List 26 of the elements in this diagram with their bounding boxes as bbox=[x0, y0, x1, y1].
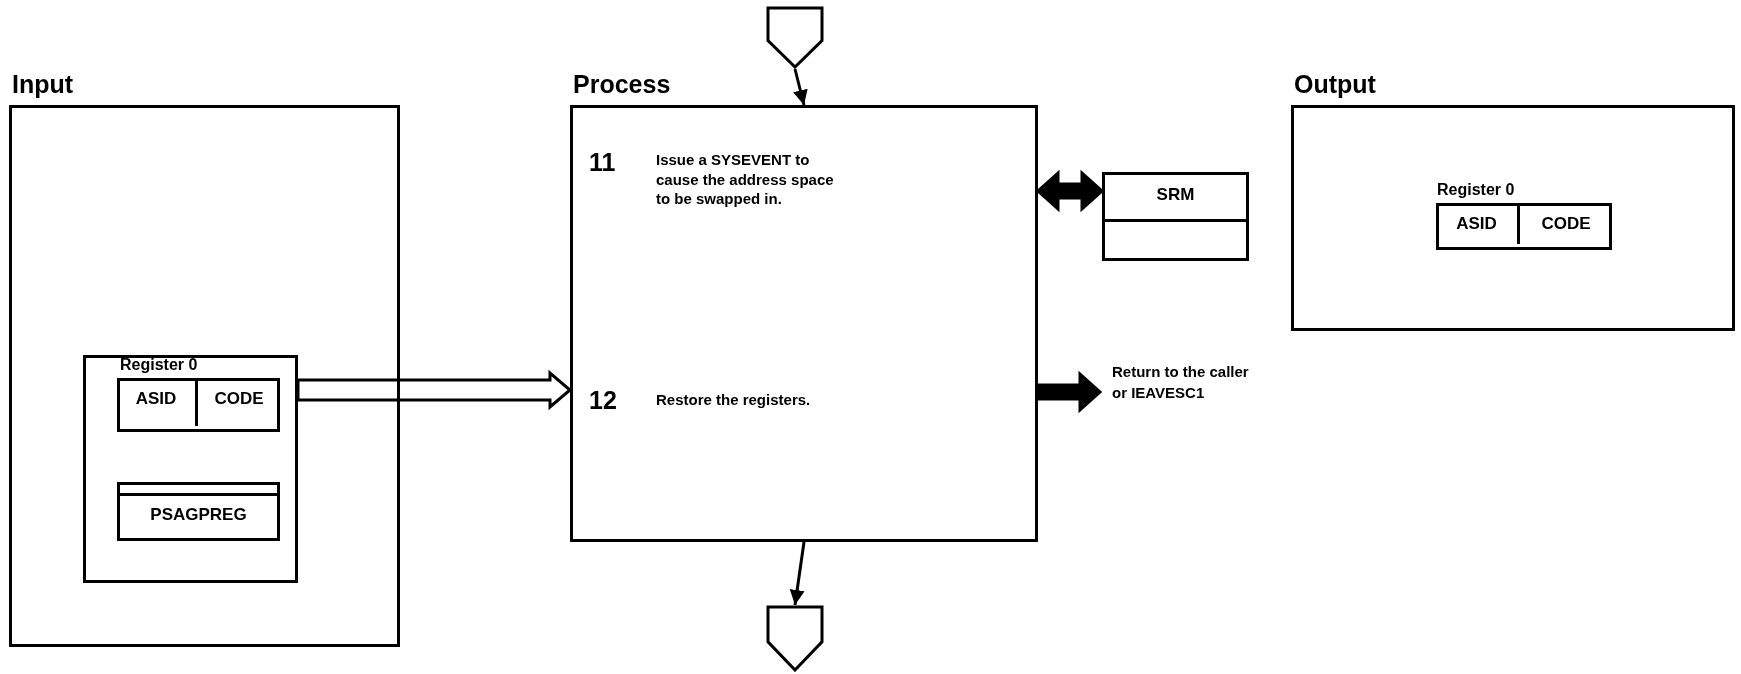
box-label: SRM bbox=[1156, 185, 1195, 205]
step-number: 12 bbox=[589, 385, 617, 416]
offpage-connector bbox=[766, 6, 824, 69]
step-number: 11 bbox=[589, 147, 616, 178]
data-area-box bbox=[83, 355, 298, 583]
field-name: CODE bbox=[214, 389, 264, 409]
field-name: ASID bbox=[1456, 214, 1497, 234]
field-name: ASID bbox=[135, 389, 177, 409]
arrow bbox=[296, 369, 573, 411]
field-name: CODE bbox=[1541, 214, 1591, 234]
section-heading: Output bbox=[1294, 69, 1376, 100]
box-label: PSAGPREG bbox=[150, 505, 247, 525]
offpage-connector bbox=[766, 605, 824, 672]
register-name: Register 0 bbox=[120, 355, 199, 375]
arrow bbox=[793, 68, 808, 106]
register-name: Register 0 bbox=[1437, 180, 1516, 200]
arrow bbox=[789, 541, 806, 606]
section-heading: Process bbox=[573, 69, 671, 100]
arrow bbox=[1036, 370, 1103, 414]
section-heading: Input bbox=[12, 69, 74, 100]
arrow bbox=[1035, 169, 1105, 213]
step-text: Restore the registers. bbox=[656, 390, 812, 410]
module-box bbox=[1102, 172, 1249, 261]
control-block-box bbox=[117, 482, 280, 541]
return-text: Return to the caller or IEAVESC1 bbox=[1112, 362, 1250, 403]
step-text: Issue a SYSEVENT to cause the address space to be swapped in. bbox=[656, 150, 835, 209]
